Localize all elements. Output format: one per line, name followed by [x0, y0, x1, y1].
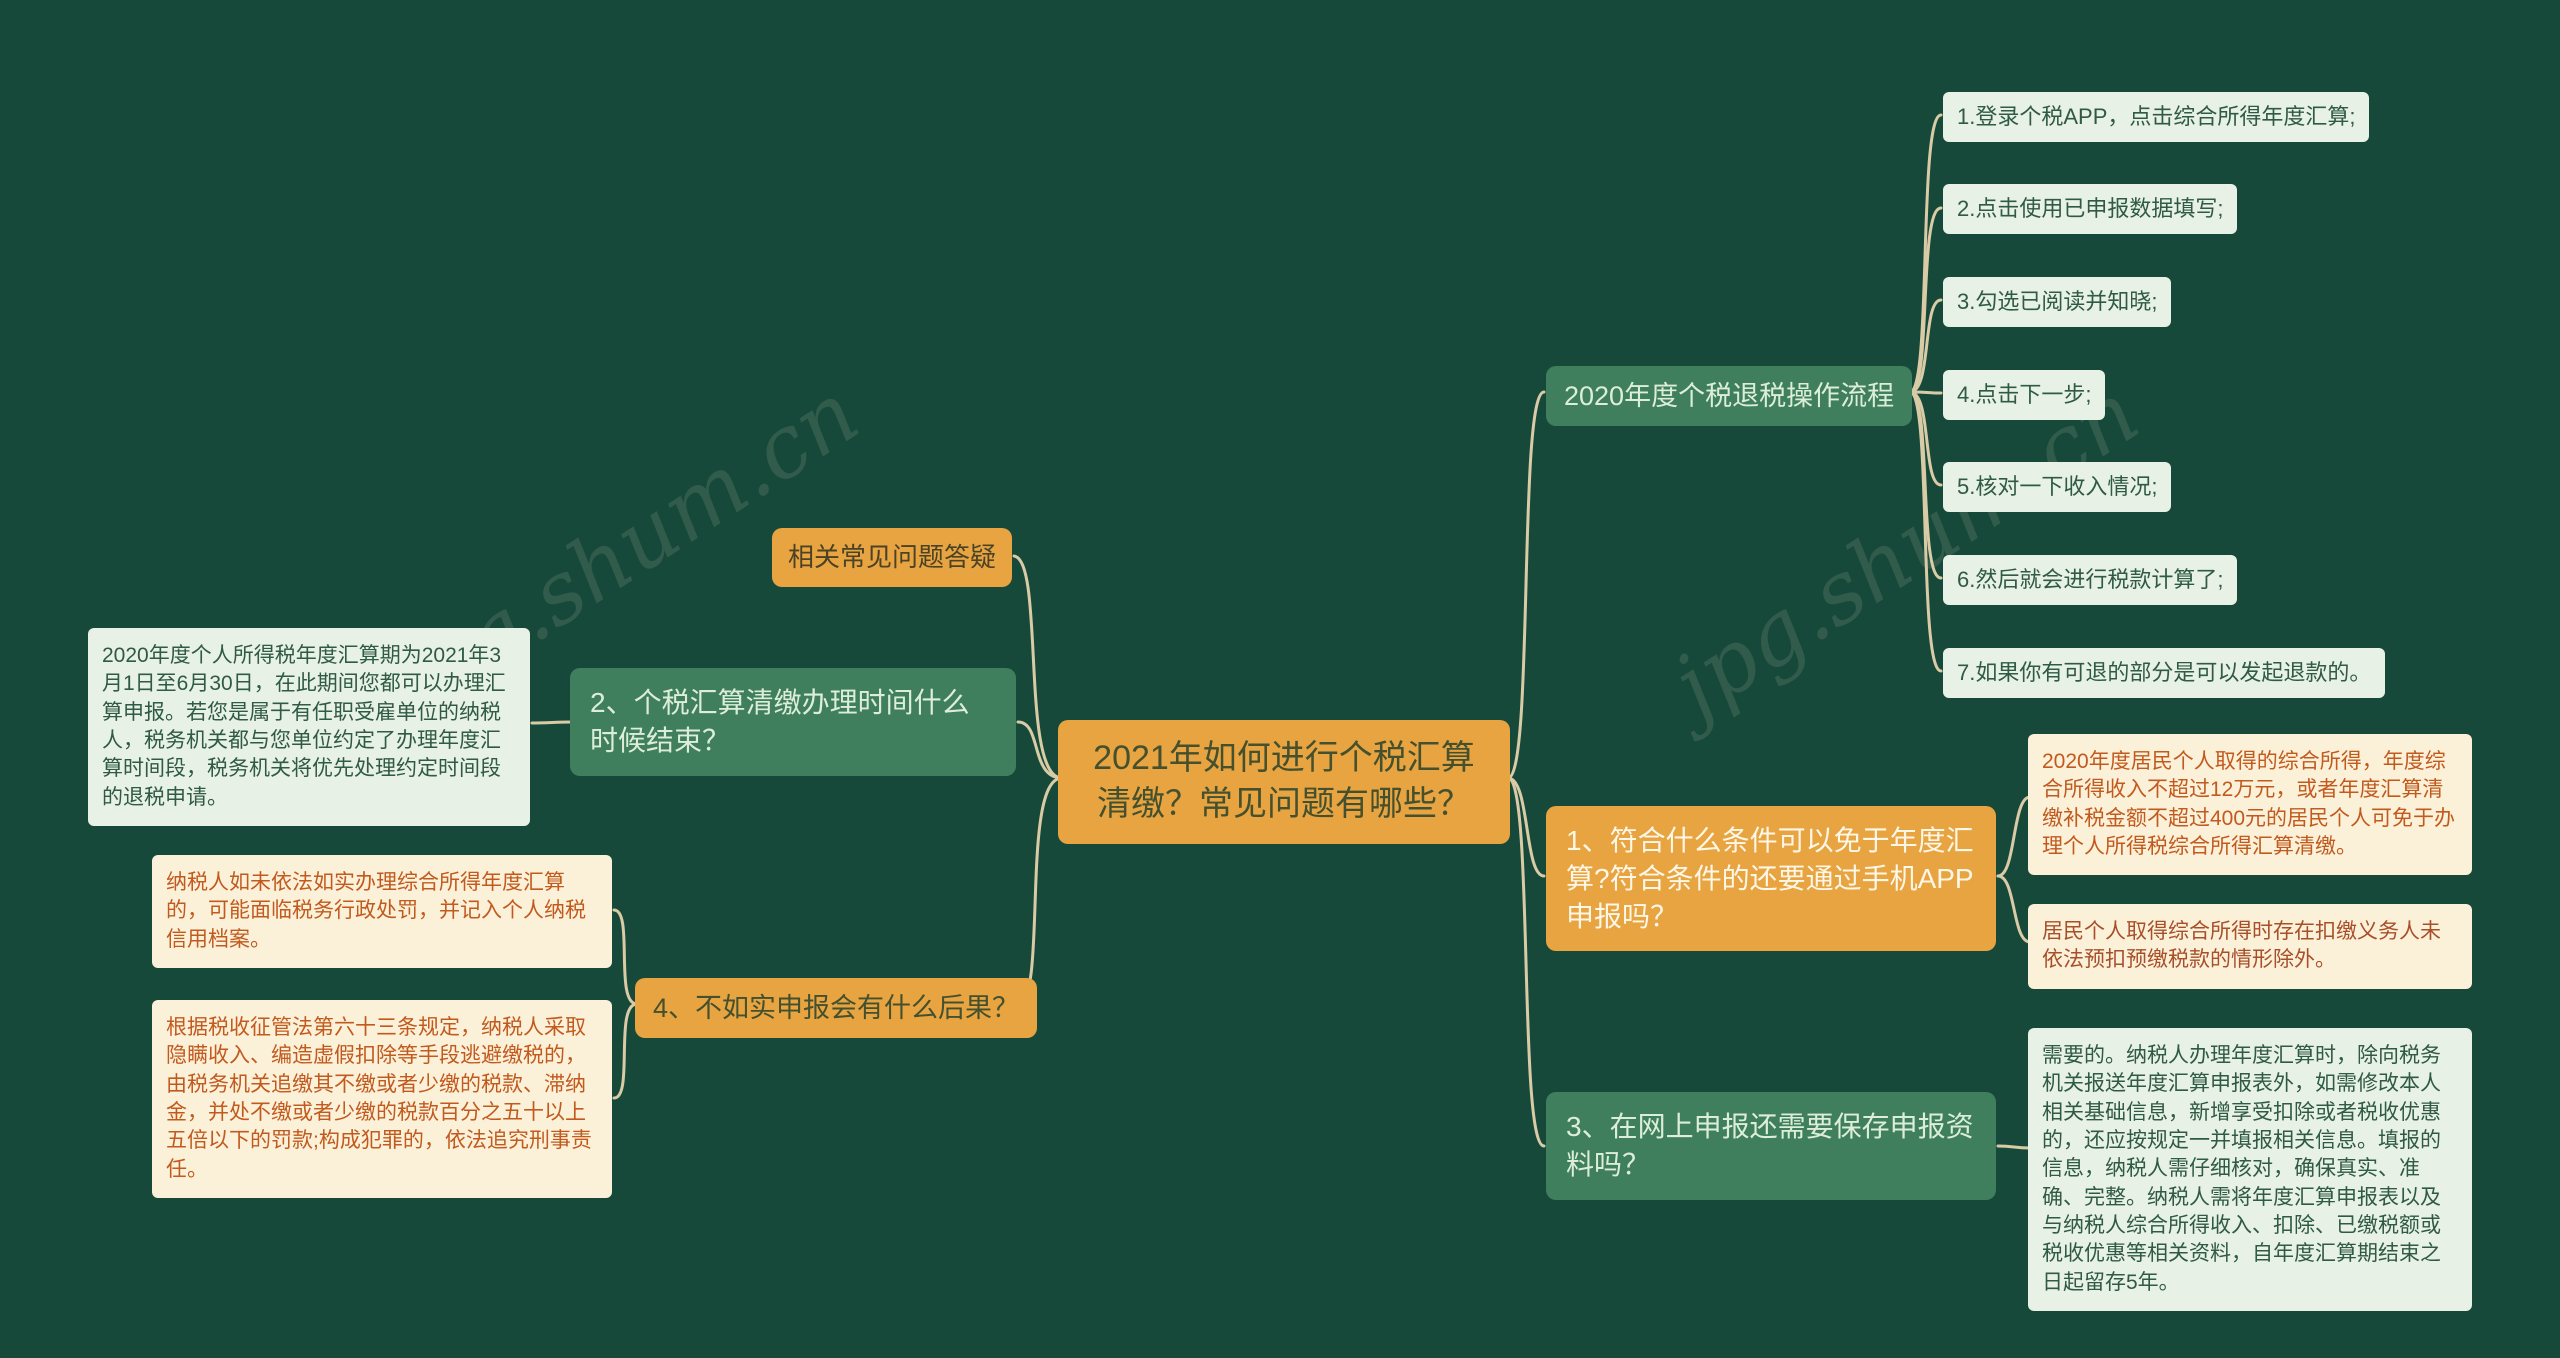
step-node-1[interactable]: 1.登录个税APP，点击综合所得年度汇算; — [1943, 92, 2370, 142]
answer-node-q4-1[interactable]: 纳税人如未依法如实办理综合所得年度汇算的，可能面临税务行政处罚，并记入个人纳税信… — [152, 855, 612, 969]
branch-node-faq-header[interactable]: 相关常见问题答疑 — [772, 528, 1013, 588]
answer-node-q4-2[interactable]: 根据税收征管法第六十三条规定，纳税人采取隐瞒收入、编造虚假扣除等手段逃避缴税的，… — [152, 1000, 612, 1199]
center-topic-node[interactable]: 2021年如何进行个税汇算清缴？常见问题有哪些？ — [1058, 720, 1510, 844]
branch-node-q3[interactable]: 3、在网上申报还需要保存申报资料吗？ — [1546, 1092, 1996, 1200]
answer-node-q2[interactable]: 2020年度个人所得税年度汇算期为2021年3月1日至6月30日，在此期间您都可… — [88, 628, 530, 827]
step-node-5[interactable]: 5.核对一下收入情况; — [1943, 462, 2172, 512]
step-node-6[interactable]: 6.然后就会进行税款计算了; — [1943, 555, 2238, 605]
answer-node-q3[interactable]: 需要的。纳税人办理年度汇算时，除向税务机关报送年度汇算申报表外，如需修改本人相关… — [2028, 1028, 2472, 1312]
answer-node-q1-1[interactable]: 2020年度居民个人取得的综合所得，年度综合所得收入不超过12万元，或者年度汇算… — [2028, 734, 2472, 876]
step-node-3[interactable]: 3.勾选已阅读并知晓; — [1943, 277, 2172, 327]
answer-node-q1-2[interactable]: 居民个人取得综合所得时存在扣缴义务人未依法预扣预缴税款的情形除外。 — [2028, 904, 2472, 989]
step-node-7[interactable]: 7.如果你有可退的部分是可以发起退款的。 — [1943, 648, 2386, 698]
branch-node-q4[interactable]: 4、不如实申报会有什么后果？ — [635, 978, 1038, 1039]
step-node-4[interactable]: 4.点击下一步; — [1943, 370, 2106, 420]
branch-node-q2[interactable]: 2、个税汇算清缴办理时间什么时候结束？ — [570, 668, 1016, 776]
step-node-2[interactable]: 2.点击使用已申报数据填写; — [1943, 184, 2238, 234]
branch-node-q1[interactable]: 1、符合什么条件可以免于年度汇算?符合条件的还要通过手机APP申报吗？ — [1546, 806, 1996, 952]
branch-node-refund-process[interactable]: 2020年度个税退税操作流程 — [1546, 366, 1913, 427]
